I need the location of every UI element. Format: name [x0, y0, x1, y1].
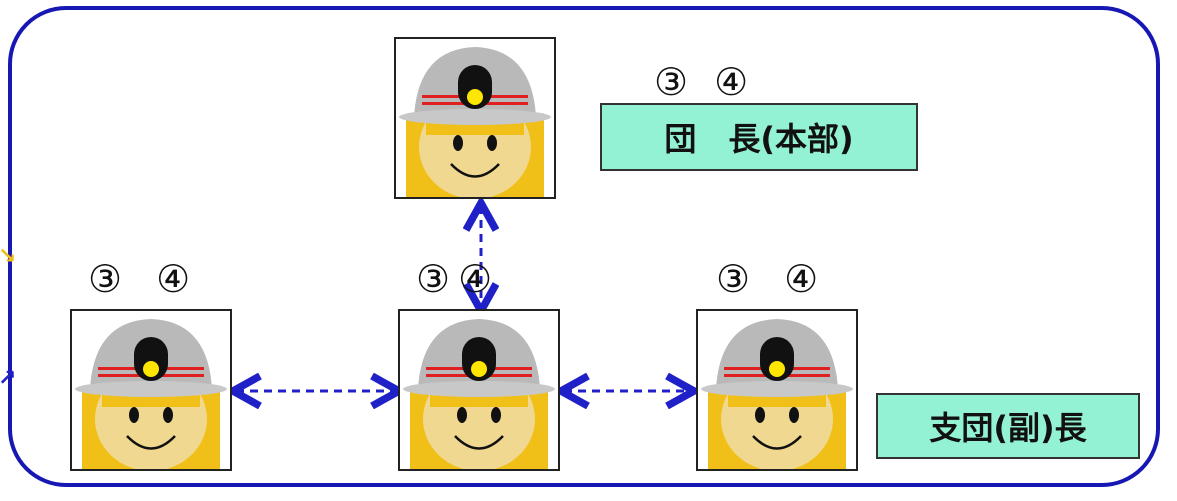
diagram-frame: [8, 6, 1160, 487]
mark-3: ③: [88, 257, 123, 301]
firefighter-icon: [698, 311, 856, 469]
firefighter-icon: [396, 39, 554, 197]
mark-3: ③: [416, 257, 451, 301]
firefighter-avatar-center: [398, 309, 560, 471]
left-edge-arrow-icon: ↘: [0, 244, 17, 269]
head-label: 団 長(本部): [600, 103, 918, 171]
firefighter-icon: [72, 311, 230, 469]
mark-4: ④: [714, 60, 749, 104]
mark-4: ④: [458, 257, 493, 301]
mark-4: ④: [784, 257, 819, 301]
firefighter-avatar-right: [696, 309, 858, 471]
mark-3: ③: [716, 257, 751, 301]
firefighter-avatar-left: [70, 309, 232, 471]
mark-4: ④: [156, 257, 191, 301]
mark-3: ③: [654, 60, 689, 104]
member-label: 支団(副)長: [876, 393, 1140, 459]
left-edge-arrow-icon: ↗: [0, 366, 17, 391]
firefighter-icon: [400, 311, 558, 469]
firefighter-avatar-head: [394, 37, 556, 199]
